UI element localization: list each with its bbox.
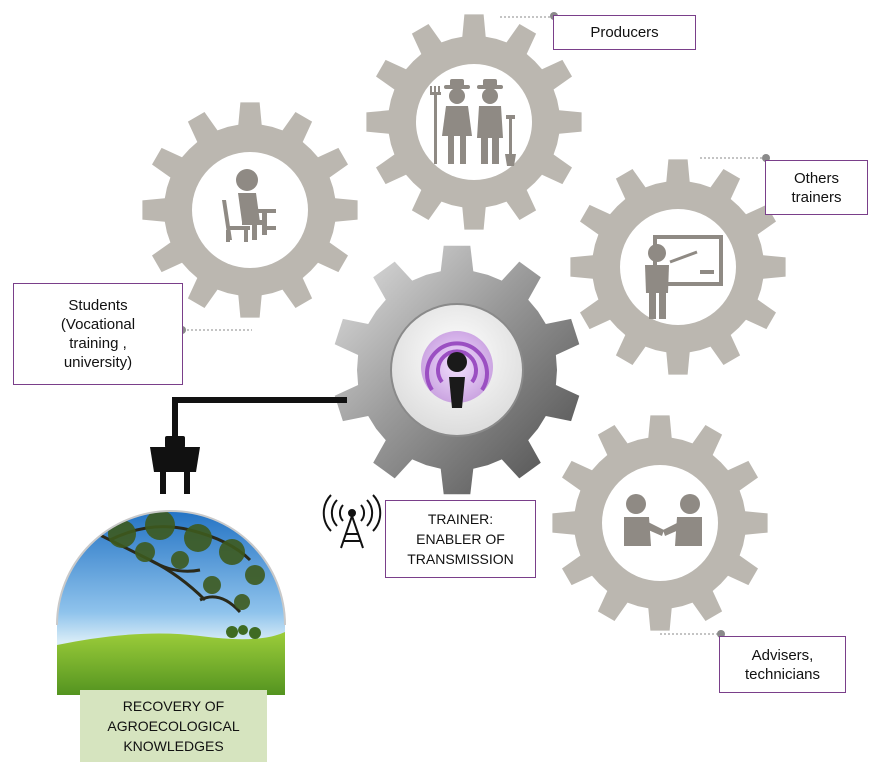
label-students-line-1: Students xyxy=(68,297,128,314)
label-producers-text: Producers xyxy=(590,24,659,41)
power-plug-icon xyxy=(150,436,200,494)
label-students-line-2: (Vocational xyxy=(60,316,136,333)
label-recovery-line-3: KNOWLEDGES xyxy=(123,738,224,754)
label-recovery-line-2: AGROECOLOGICAL xyxy=(107,718,240,734)
gear-advisers-technicians xyxy=(552,415,768,631)
label-recovery-line-1: RECOVERY OF xyxy=(122,698,225,714)
label-others-line-1: Others xyxy=(793,169,839,187)
label-advisers-technicians: Advisers, technicians xyxy=(719,636,846,693)
label-others-trainers: Others trainers xyxy=(765,160,868,215)
gear-students xyxy=(142,102,358,318)
label-trainer-line-1: TRAINER: xyxy=(427,511,494,527)
label-others-line-2: trainers xyxy=(791,188,842,206)
label-students-line-4: university) xyxy=(63,354,133,371)
label-trainer: TRAINER: ENABLER OF TRANSMISSION xyxy=(385,500,536,578)
leader-lines xyxy=(183,16,765,635)
label-advisers-line-2: technicians xyxy=(744,665,821,683)
teacher-at-board-icon xyxy=(645,235,723,319)
handshake-icon xyxy=(624,494,702,546)
antenna-broadcast-icon xyxy=(322,494,382,549)
label-recovery: RECOVERY OF AGROECOLOGICAL KNOWLEDGES xyxy=(80,690,267,762)
student-at-desk-icon xyxy=(222,169,276,242)
gear-producers-center xyxy=(416,64,532,180)
power-cable xyxy=(150,397,347,494)
label-trainer-line-3: TRANSMISSION xyxy=(407,551,514,567)
podcast-icon xyxy=(421,331,493,408)
label-students: Students (Vocational training , universi… xyxy=(13,283,183,385)
gear-advisers-technicians-center xyxy=(602,465,718,581)
meadow-tree-landscape xyxy=(56,510,286,695)
label-students-line-3: training , xyxy=(69,335,127,352)
label-advisers-line-1: Advisers, xyxy=(751,646,814,664)
gear-others-trainers xyxy=(570,159,786,375)
gear-others-trainers-center xyxy=(620,209,736,325)
label-trainer-line-2: ENABLER OF xyxy=(416,531,505,547)
label-producers: Producers xyxy=(553,15,696,50)
farmers-couple-icon xyxy=(430,79,516,166)
gear-trainer xyxy=(334,245,580,495)
gear-producers xyxy=(366,14,582,230)
